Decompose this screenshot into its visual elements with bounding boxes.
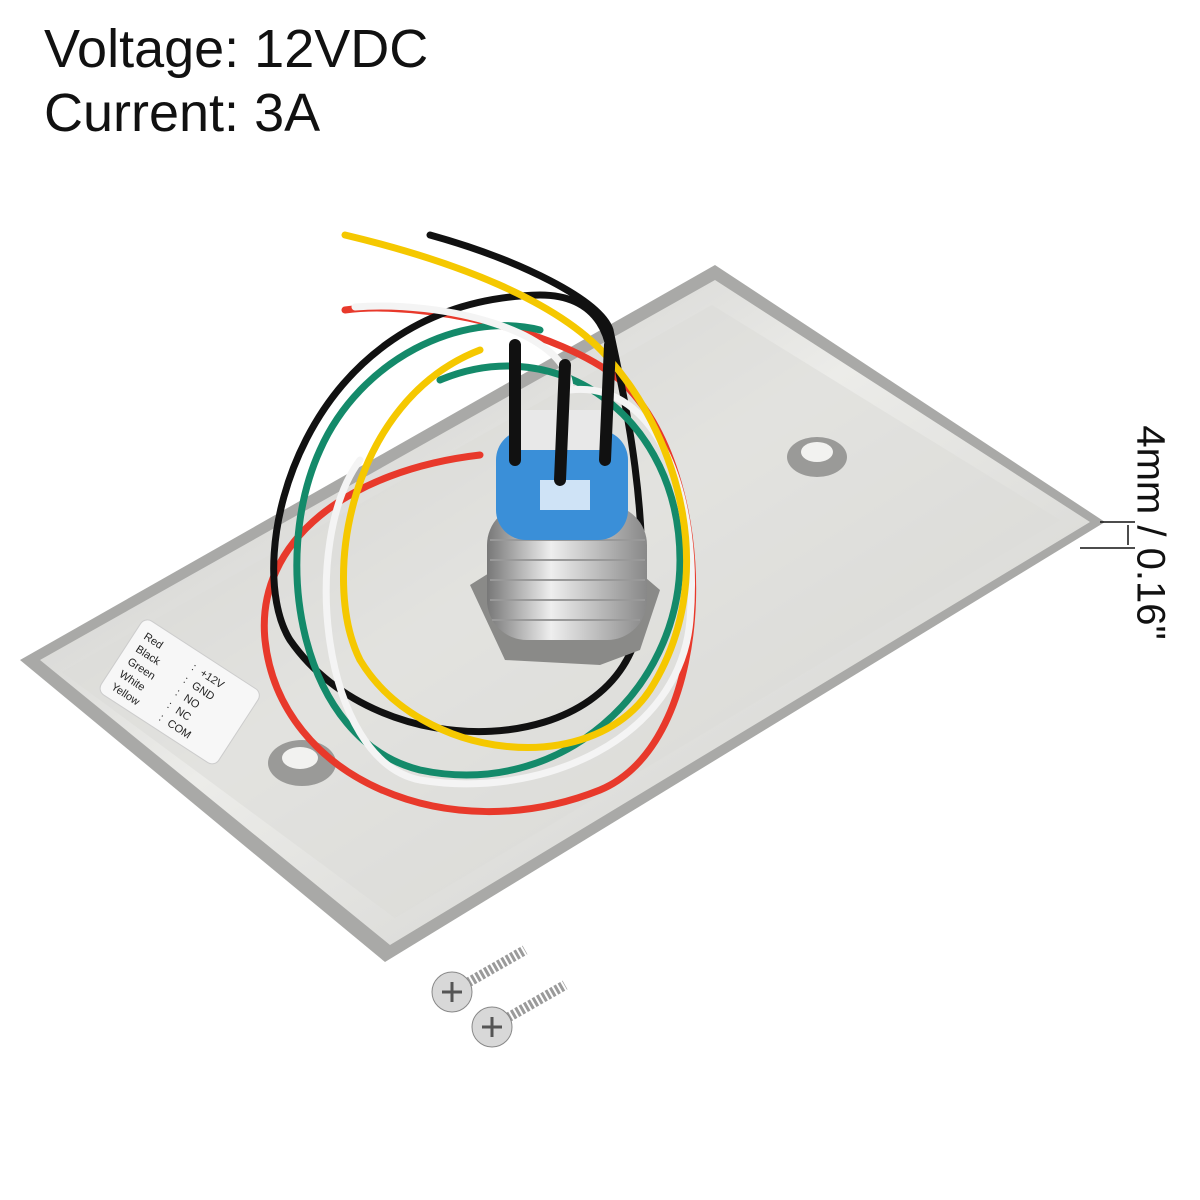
green-wire	[293, 322, 684, 779]
mounting-hole-icon	[787, 437, 847, 477]
wire-label-sep: :	[181, 674, 190, 686]
current-spec: Current: 3A	[44, 83, 321, 143]
yellow-wire	[340, 231, 691, 751]
thickness-dimension-label: 4mm / 0.16"	[1128, 425, 1173, 640]
wire-label-sticker: Red:+12VBlack:GNDGreen:NOWhite:NCYellow:…	[99, 619, 260, 765]
wire-label-sep: :	[157, 712, 166, 724]
wire-label-sep: :	[173, 687, 182, 699]
mounting-hole-icon	[268, 740, 336, 786]
wire-label-sep: :	[189, 662, 198, 674]
thickness-dimension-marker	[1080, 521, 1135, 549]
screw-icon	[471, 980, 568, 1048]
screw-icon	[431, 945, 528, 1013]
voltage-spec: Voltage: 12VDC	[44, 19, 429, 79]
wire-label-sep: :	[165, 699, 174, 711]
